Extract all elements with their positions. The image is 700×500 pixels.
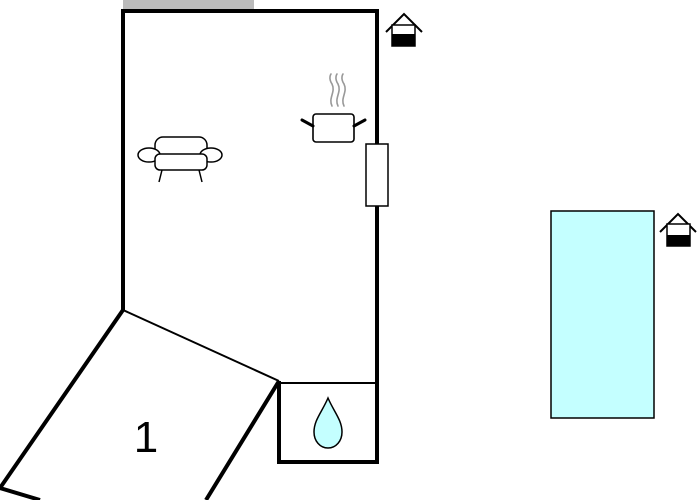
house-entrance-icon	[385, 12, 423, 47]
radiator-icon	[365, 143, 389, 207]
room-number-label: 1	[134, 413, 158, 462]
terrace-room-outline	[0, 308, 281, 500]
top-opening	[123, 0, 254, 9]
pool	[550, 210, 655, 419]
main-room-walls	[121, 9, 379, 464]
house-entrance-icon	[659, 212, 697, 247]
cooking-pot-icon	[300, 73, 367, 143]
sofa-icon	[137, 136, 223, 183]
water-drop-icon	[313, 396, 343, 449]
diagonal-partition	[122, 309, 280, 382]
